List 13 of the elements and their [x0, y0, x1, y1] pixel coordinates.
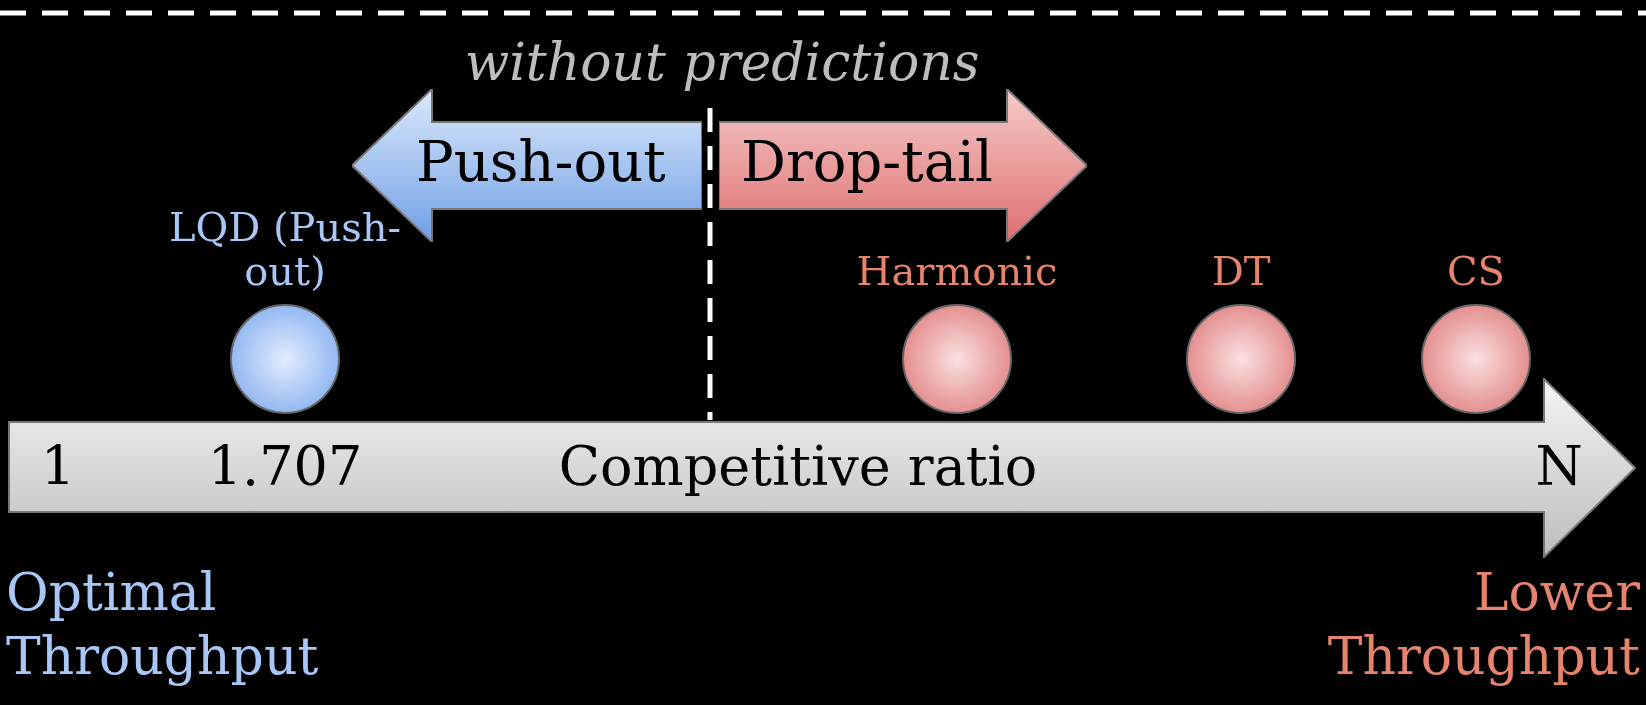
scale-end-label: Optimal Throughput — [6, 561, 320, 688]
marker-label: CS — [1446, 249, 1506, 293]
section-note: without predictions — [464, 34, 980, 92]
marker-label: DT — [1210, 249, 1272, 293]
arrow-label: Push-out — [416, 128, 666, 196]
axis-title: Competitive ratio — [558, 436, 1038, 498]
marker-label: LQD (Push-out) — [167, 205, 403, 293]
tick-label: N — [1535, 436, 1583, 498]
tick-label: 1 — [40, 436, 76, 498]
scale-end-label: Lower Throughput — [1326, 561, 1640, 688]
tick-label: 1.707 — [207, 436, 363, 498]
arrow-label: Drop-tail — [741, 128, 993, 196]
marker-label: Harmonic — [855, 249, 1059, 293]
